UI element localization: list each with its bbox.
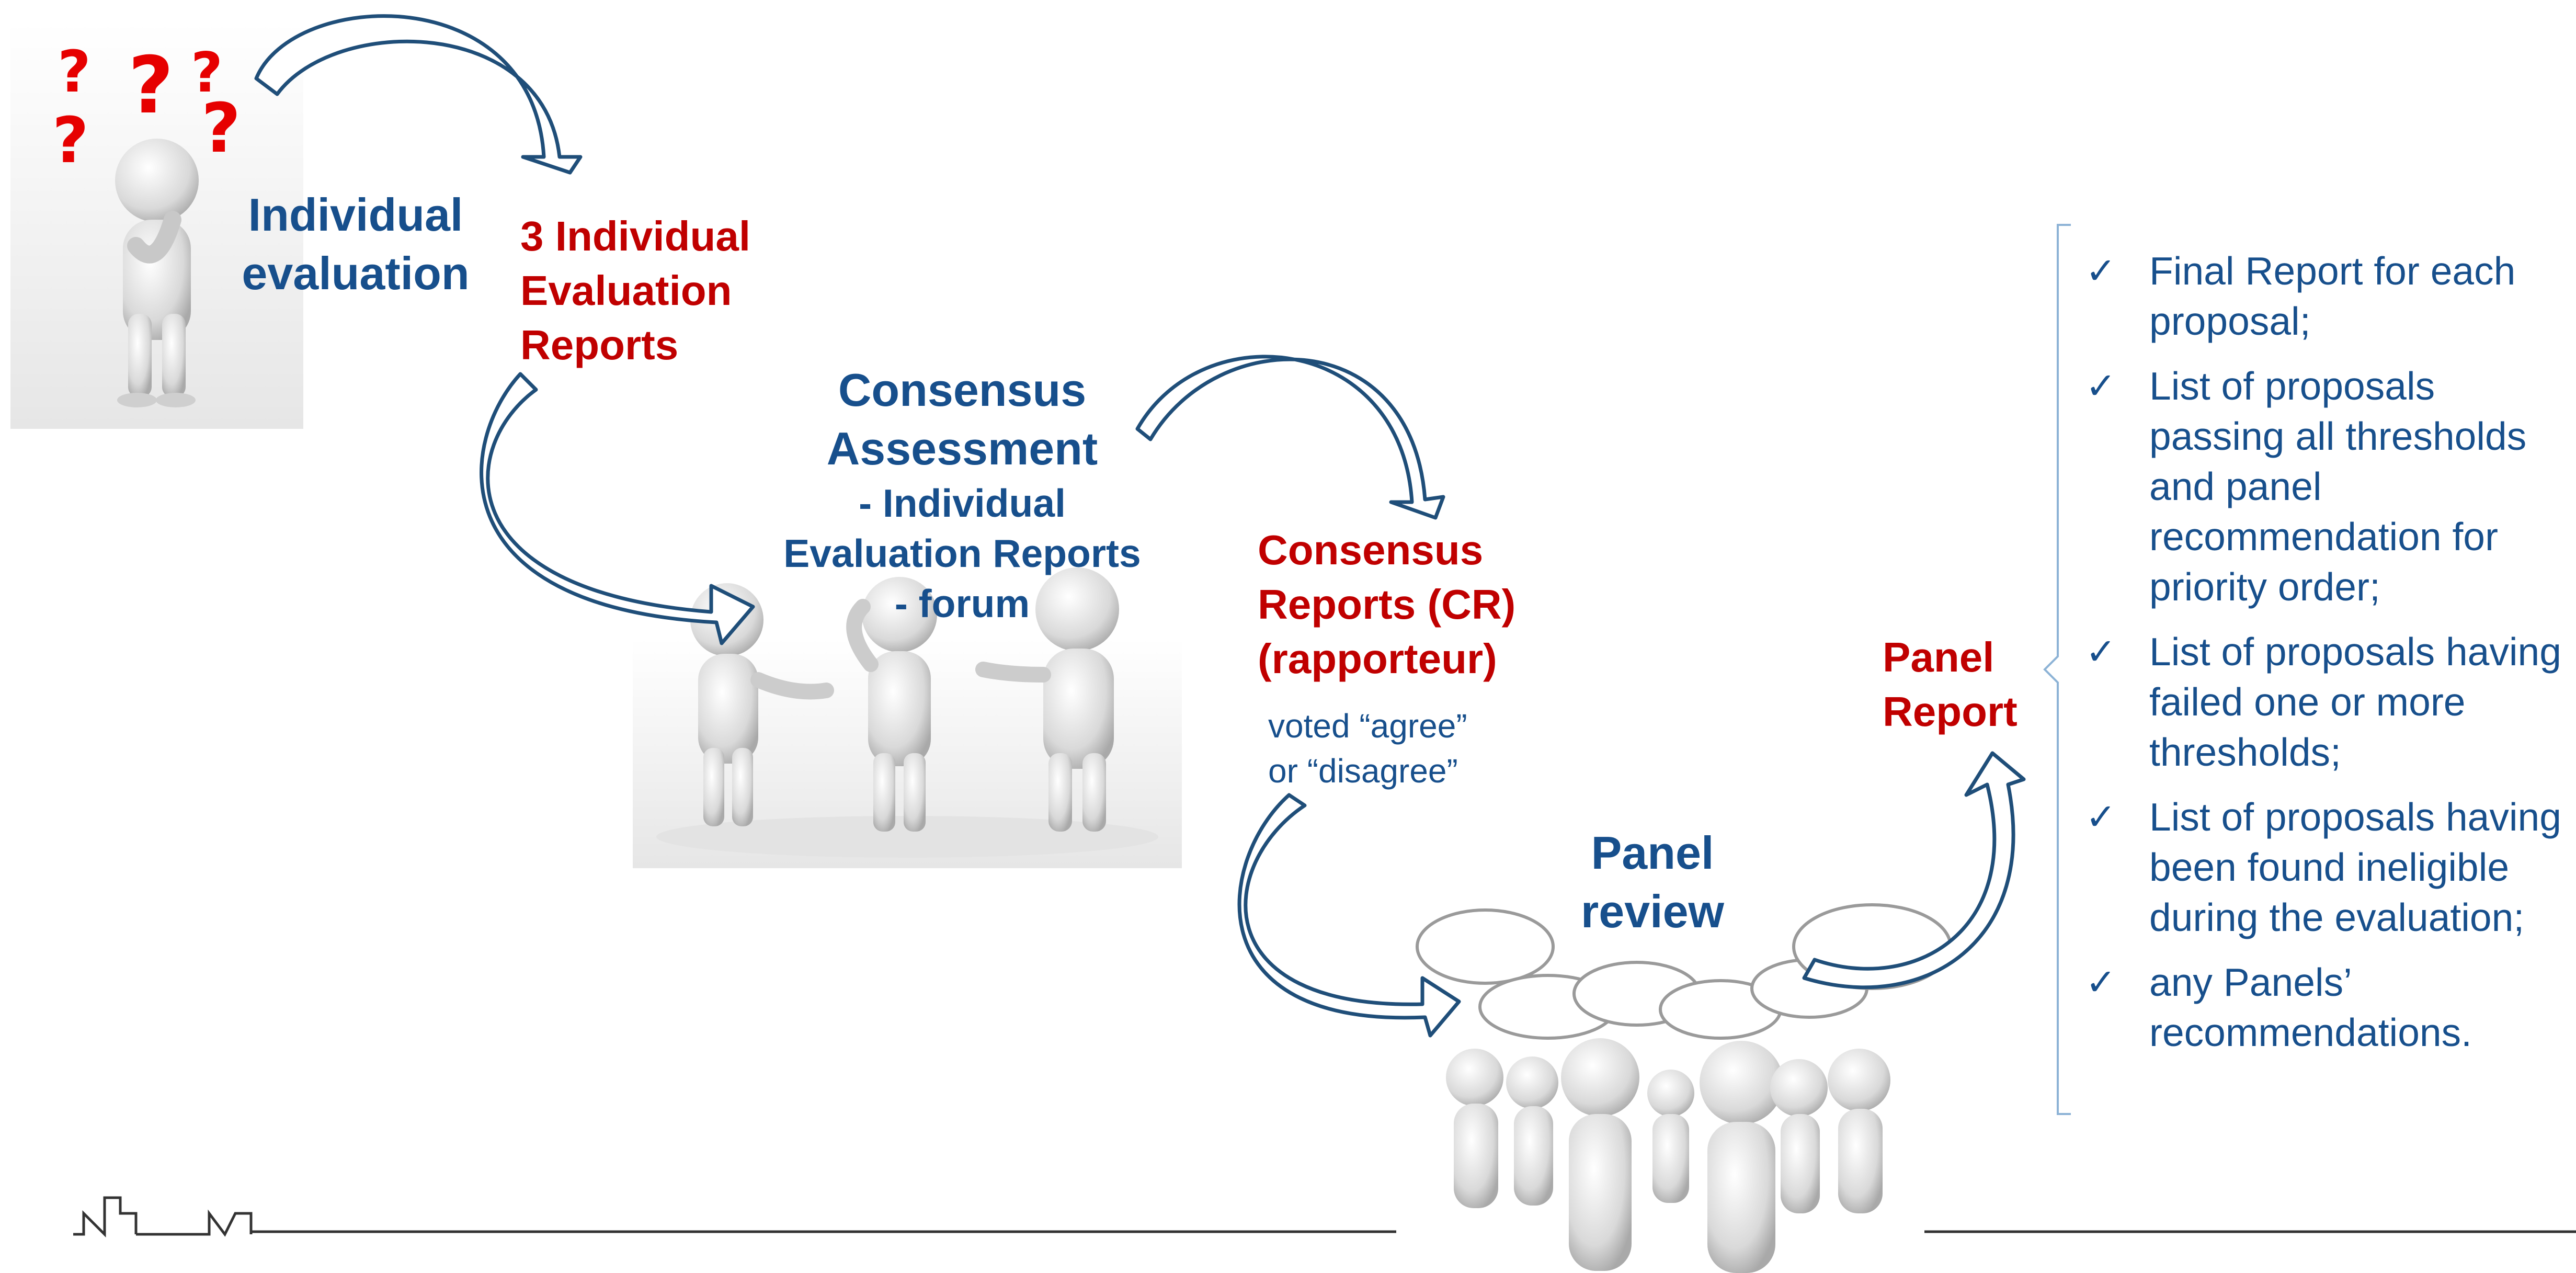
svg-text:?: ? <box>191 41 223 105</box>
panel-review-line2: review <box>1581 885 1724 937</box>
consensus-reports-line3: (rapporteur) <box>1258 635 1497 682</box>
list-item-text: any Panels’ recommendations. <box>2149 960 2472 1054</box>
individual-title-line2: evaluation <box>242 247 470 299</box>
list-item: ✓ List of proposals having failed one or … <box>2060 627 2562 777</box>
consensus-reports-line1: Consensus <box>1258 527 1484 573</box>
panel-crowd-image <box>1416 903 1952 1273</box>
list-item-text: List of proposals having failed one or m… <box>2149 630 2561 774</box>
individual-reports-line2: Evaluation <box>520 267 732 314</box>
list-item-text: List of proposals having been found inel… <box>2149 795 2561 939</box>
consensus-figures-image <box>633 567 1182 868</box>
consensus-assessment-label: Consensus Assessment - Individual Evalua… <box>753 361 1171 629</box>
consensus-reports-label: Consensus Reports (CR) (rapporteur) <box>1258 523 1571 686</box>
panel-report-line1: Panel <box>1883 634 1994 680</box>
individual-title-line1: Individual <box>248 189 463 241</box>
question-marks-icon: ? ? ? ? ? <box>52 38 241 177</box>
svg-text:?: ? <box>58 38 91 105</box>
thinking-figure-image: ? ? ? ? ? <box>10 21 303 429</box>
vote-note: voted “agree” or “disagree” <box>1268 703 1561 793</box>
vote-line1: voted “agree” <box>1268 707 1467 745</box>
list-item-text: Final Report for each proposal; <box>2149 249 2516 343</box>
check-icon: ✓ <box>2085 630 2116 673</box>
check-icon: ✓ <box>2085 365 2116 407</box>
individual-evaluation-label: Individual evaluation <box>220 186 492 303</box>
footer-logo <box>73 1196 253 1238</box>
panel-review-line1: Panel <box>1591 827 1714 879</box>
vote-line2: or “disagree” <box>1268 752 1458 790</box>
consensus-reports-line2: Reports (CR) <box>1258 581 1516 628</box>
consensus-sub-line1: - Individual <box>859 481 1066 525</box>
check-icon: ✓ <box>2085 795 2116 838</box>
consensus-title-line2: Assessment <box>826 423 1098 474</box>
flow-arrows <box>254 14 2026 1038</box>
consensus-sub-line3: - forum <box>894 582 1030 626</box>
consensus-sub-line2: Evaluation Reports <box>783 531 1141 575</box>
individual-reports-line1: 3 Individual <box>520 213 751 259</box>
individual-reports-line3: Reports <box>520 322 679 368</box>
check-icon: ✓ <box>2085 961 2116 1004</box>
svg-text:?: ? <box>128 40 174 131</box>
list-item-text: List of proposals passing all thresholds… <box>2149 364 2527 609</box>
consensus-title-line1: Consensus <box>838 364 1087 416</box>
individual-reports-label: 3 Individual Evaluation Reports <box>520 209 792 372</box>
list-item: ✓ any Panels’ recommendations. <box>2060 957 2562 1058</box>
list-bracket <box>2043 224 2071 1115</box>
arrow-to-panel-report <box>1802 751 2026 990</box>
panel-report-line2: Report <box>1883 688 2018 735</box>
list-item: ✓ List of proposals passing all threshold… <box>2060 361 2562 612</box>
svg-text:?: ? <box>52 105 89 177</box>
arrow-to-panel-review <box>1237 793 1461 1038</box>
panel-outputs-list: ✓ Final Report for each proposal; ✓ List o… <box>2060 246 2562 1072</box>
svg-text:?: ? <box>201 88 241 168</box>
arrow-to-consensus <box>480 372 755 645</box>
panel-review-label: Panel review <box>1517 824 1788 941</box>
panel-report-label: Panel Report <box>1883 630 2050 739</box>
check-icon: ✓ <box>2085 249 2116 292</box>
arrow-to-consensus-reports <box>1135 355 1445 520</box>
list-item: ✓ Final Report for each proposal; <box>2060 246 2562 346</box>
arrow-to-individual-reports <box>254 14 583 175</box>
list-item: ✓ List of proposals having been found ine… <box>2060 792 2562 942</box>
